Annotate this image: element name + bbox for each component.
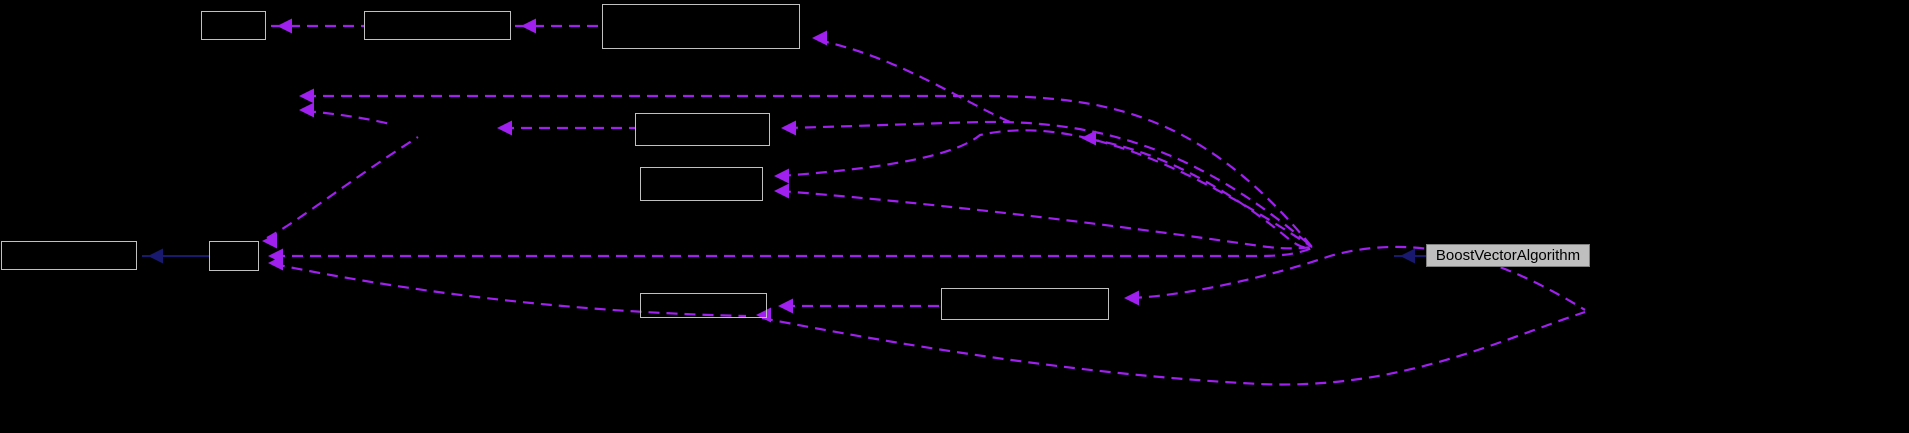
edge-arrowhead-icon xyxy=(299,88,314,104)
graph-edge-usage xyxy=(273,262,747,318)
graph-node-n10[interactable]: BoostVectorAlgorithm xyxy=(1426,244,1590,267)
edge-arrowhead-icon xyxy=(756,307,771,323)
graph-edge-usage xyxy=(1130,245,1586,311)
edge-arrowhead-icon xyxy=(781,120,796,136)
edge-arrowhead-icon xyxy=(1400,248,1415,264)
edge-arrowhead-icon xyxy=(268,255,283,271)
graph-edge-usage xyxy=(761,310,1586,386)
graph-edge-usage xyxy=(266,136,419,239)
graph-node-n9[interactable] xyxy=(941,288,1109,320)
edge-arrowhead-icon xyxy=(277,18,292,34)
graph-edge-usage xyxy=(1087,137,1313,249)
graph-node-n1[interactable] xyxy=(201,11,266,40)
graph-edge-usage xyxy=(305,94,1313,248)
graph-node-n6[interactable] xyxy=(1,241,137,270)
graph-node-n3[interactable] xyxy=(602,4,800,49)
graph-node-label: BoostVectorAlgorithm xyxy=(1435,247,1581,264)
edge-arrowhead-icon xyxy=(148,248,163,264)
edge-arrowhead-icon xyxy=(299,102,314,118)
graph-edge-usage xyxy=(786,120,1313,248)
edge-arrowhead-icon xyxy=(262,233,277,249)
edge-arrowhead-icon xyxy=(812,30,827,46)
edge-arrowhead-icon xyxy=(778,298,793,314)
graph-node-n5[interactable] xyxy=(640,167,763,201)
graph-edge-usage xyxy=(817,38,1011,124)
edges-group xyxy=(142,24,1586,386)
edge-arrowhead-icon xyxy=(497,120,512,136)
graph-node-n2[interactable] xyxy=(364,11,511,40)
edge-arrowhead-icon xyxy=(774,183,789,199)
edge-arrowhead-icon xyxy=(774,168,789,184)
graph-edge-usage xyxy=(779,189,1313,250)
edge-arrowhead-icon xyxy=(521,18,536,34)
graph-edge-usage xyxy=(304,109,391,126)
edge-arrowhead-icon xyxy=(1124,290,1139,306)
graph-edge-usage xyxy=(274,246,1313,258)
arrowheads-group xyxy=(148,18,1415,323)
graph-node-n7[interactable] xyxy=(209,241,259,271)
graph-node-n8[interactable] xyxy=(640,293,767,318)
edge-arrowhead-icon xyxy=(1081,130,1096,146)
graph-node-n4[interactable] xyxy=(635,113,770,146)
